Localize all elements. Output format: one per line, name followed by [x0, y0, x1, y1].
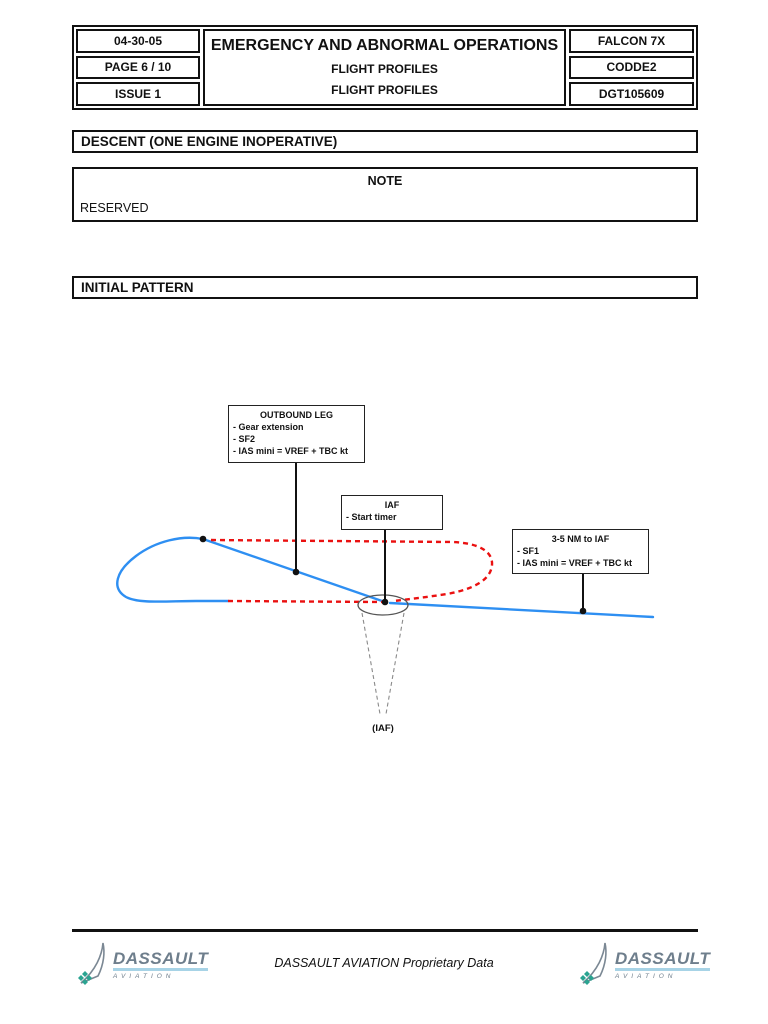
clover-icon — [78, 971, 92, 985]
note-body-text: RESERVED — [80, 201, 149, 215]
document-subtitle: FLIGHT PROFILES — [331, 62, 438, 77]
dassault-dart-icon — [78, 942, 105, 985]
section-title-descent: DESCENT (ONE ENGINE INOPERATIVE) — [72, 130, 698, 153]
header-codde-cell: CODDE2 — [569, 55, 694, 80]
iaf-callout: IAF - Start timer — [341, 495, 443, 530]
iaf-cone — [361, 612, 405, 715]
iaf-ground-label: (IAF) — [372, 723, 394, 734]
note-label: NOTE — [367, 174, 403, 188]
iaf-callout-item: - Start timer — [346, 512, 397, 522]
header-aircraft-cell: FALCON 7X — [569, 29, 694, 53]
waypoint-dots — [199, 535, 587, 615]
inbound-callout-title: 3-5 NM to IAF — [551, 534, 610, 544]
dassault-logo-right: DASSAULT AVIATION — [576, 940, 711, 990]
inbound-callout-item: - SF1 — [517, 546, 540, 556]
logo-subtext: AVIATION — [615, 972, 677, 980]
section-title-initial-pattern: INITIAL PATTERN — [72, 276, 698, 299]
header-issue-cell: ISSUE 1 — [76, 82, 200, 106]
header-docnum-cell: DGT105609 — [569, 82, 694, 106]
section-title-descent-label: DESCENT (ONE ENGINE INOPERATIVE) — [81, 134, 338, 149]
logo-underline — [113, 968, 209, 971]
iaf-callout-title: IAF — [384, 500, 400, 510]
note-box: NOTE RESERVED — [72, 167, 698, 222]
outbound-leg-item: - Gear extension — [233, 422, 304, 432]
document-title: EMERGENCY AND ABNORMAL OPERATIONS — [210, 37, 559, 55]
inbound-callout: 3-5 NM to IAF - SF1 - IAS mini = VREF + … — [512, 529, 649, 574]
outbound-leg-callout: OUTBOUND LEG - Gear extension - SF2 - IA… — [228, 405, 365, 463]
outbound-leg-item: - IAS mini = VREF + TBC kt — [233, 446, 349, 456]
dassault-logo-left: DASSAULT AVIATION — [74, 940, 209, 990]
header-page-cell: PAGE 6 / 10 — [76, 55, 200, 80]
outbound-leg-item: - SF2 — [233, 434, 256, 444]
logo-subtext: AVIATION — [113, 972, 175, 980]
section-title-initial-pattern-label: INITIAL PATTERN — [81, 280, 194, 295]
document-subtitle-2: FLIGHT PROFILES — [331, 83, 438, 98]
iaf-ellipse — [357, 594, 409, 616]
logo-underline — [615, 968, 711, 971]
header-date-cell: 04-30-05 — [76, 29, 200, 53]
footer-divider — [72, 929, 698, 932]
inbound-callout-item: - IAS mini = VREF + TBC kt — [517, 558, 633, 568]
logo-wordmark: DASSAULT — [113, 949, 209, 968]
callout-pointer-lines — [295, 462, 584, 610]
clover-icon — [580, 971, 594, 985]
logo-wordmark: DASSAULT — [615, 949, 711, 968]
proprietary-notice: DASSAULT AVIATION Proprietary Data — [274, 956, 494, 970]
outbound-leg-title: OUTBOUND LEG — [260, 410, 333, 420]
holding-track-red — [210, 538, 494, 604]
dassault-dart-icon — [580, 942, 607, 985]
header-title-cell: EMERGENCY AND ABNORMAL OPERATIONS FLIGHT… — [203, 29, 566, 106]
header-table: 04-30-05 EMERGENCY AND ABNORMAL OPERATIO… — [72, 25, 698, 110]
